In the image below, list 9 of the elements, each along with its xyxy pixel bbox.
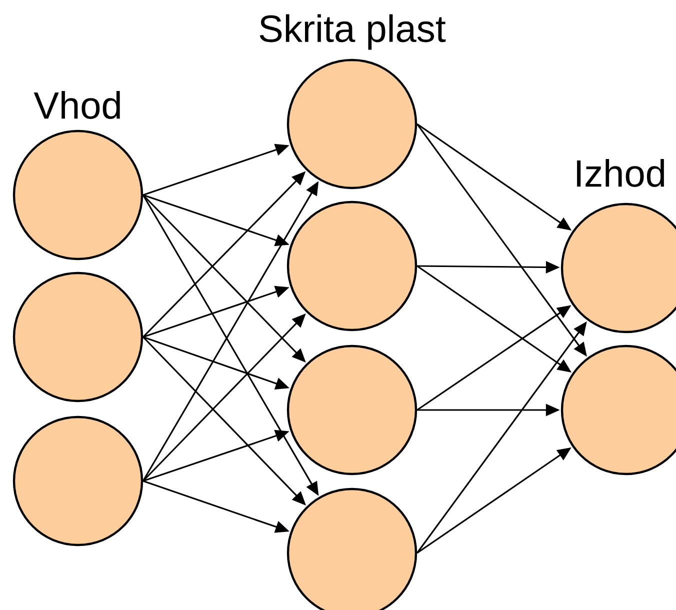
neuron-circle — [12, 272, 144, 402]
neuron-circle — [560, 202, 676, 334]
neuron-circle — [286, 488, 418, 610]
neuron-circle — [286, 344, 418, 476]
neuron-circle — [12, 130, 144, 260]
neuron-circle — [12, 416, 144, 546]
neuron-circle — [286, 200, 418, 332]
neuron-circle — [560, 344, 676, 476]
neuron-circle — [286, 58, 418, 190]
